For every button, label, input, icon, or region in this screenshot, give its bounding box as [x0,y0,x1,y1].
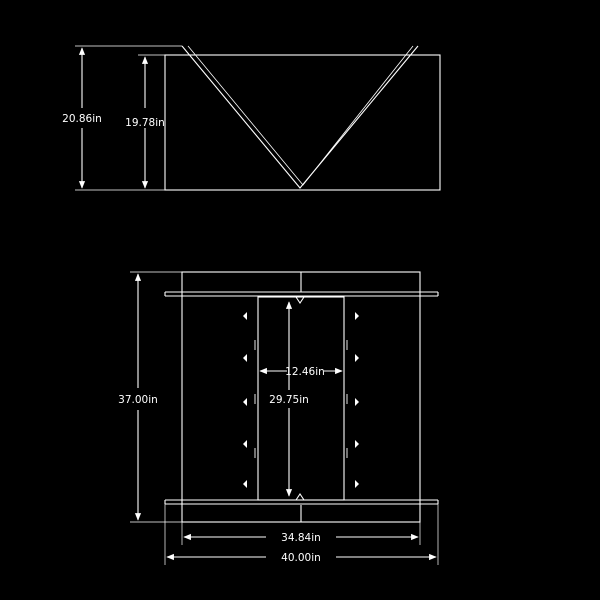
top-view [130,271,439,565]
panel-markers [243,312,359,488]
side-view [75,45,441,191]
inner-panel-bottom-notch [295,493,305,501]
label-inner-span: 34.84in [281,532,321,544]
label-overall-depth: 37.00in [118,394,158,406]
inner-panel-top-notch [295,296,305,304]
inner-panel [257,296,345,501]
bottom-cross-bar [164,499,439,505]
label-inner-width: 12.46in [285,366,325,378]
label-inner-length: 29.75in [269,394,309,406]
top-cross-bar [164,291,439,297]
side-view-v-brace [181,45,419,189]
inner-panel-slots [254,340,348,458]
label-overall-height: 20.86in [62,113,102,125]
label-overall-width: 40.00in [281,552,321,564]
side-view-outline [164,54,441,191]
label-inner-height: 19.78in [125,117,165,129]
